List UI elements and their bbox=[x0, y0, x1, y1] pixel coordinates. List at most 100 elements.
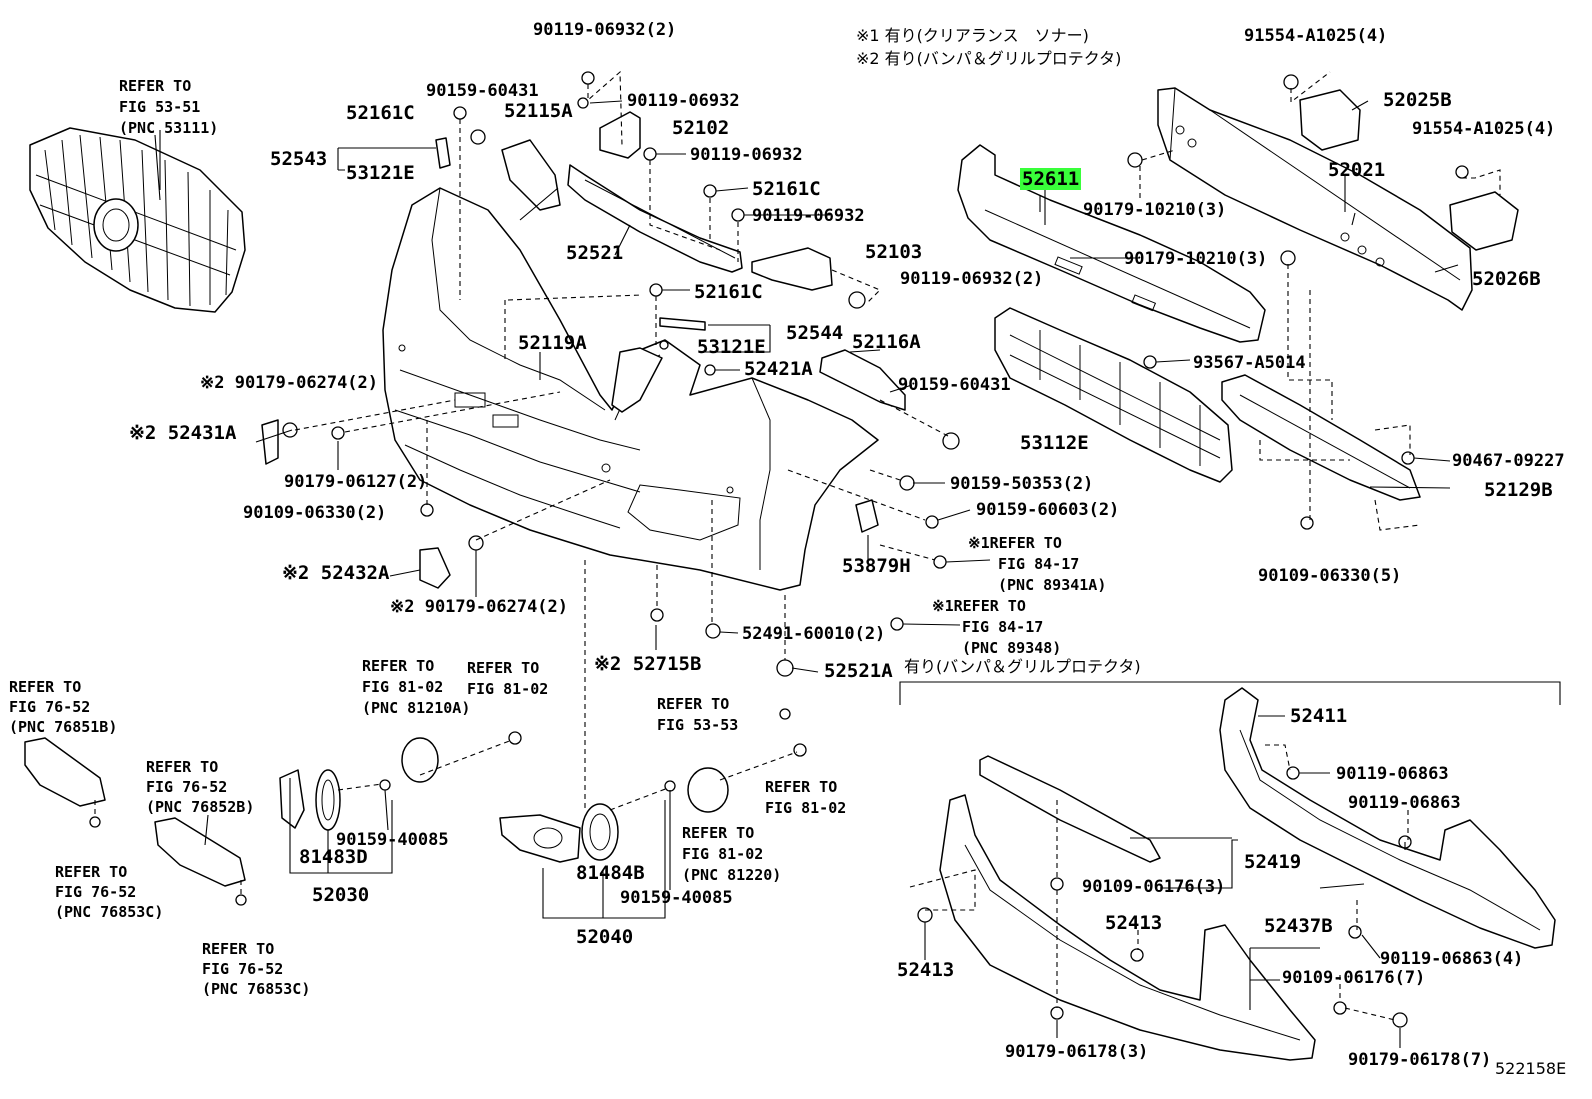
reference-block: REFER TO FIG 76-52 (PNC 76853C) bbox=[55, 862, 163, 922]
part-label: 90119-06863 bbox=[1336, 764, 1449, 784]
part-label: 90159-60431 bbox=[426, 81, 539, 101]
part-label: 52103 bbox=[865, 241, 923, 263]
foglamp-left bbox=[401, 737, 439, 783]
reference-line: REFER TO bbox=[765, 778, 838, 796]
part-label: 90159-40085 bbox=[620, 888, 733, 908]
bracket-52129b-part bbox=[1221, 374, 1421, 501]
protector-52411-part bbox=[1219, 687, 1556, 949]
reference-line: REFER TO bbox=[467, 659, 540, 677]
part-label: 52030 bbox=[312, 884, 370, 906]
ring-81483d bbox=[315, 769, 341, 831]
strip-52419-part bbox=[979, 755, 1161, 863]
dashed-guides bbox=[94, 70, 1501, 1021]
reference-line: FIG 81-02 bbox=[362, 678, 444, 696]
part-label: 91554-A1025(4) bbox=[1412, 119, 1556, 139]
foglamp-right bbox=[687, 767, 729, 813]
part-label: 52021 bbox=[1328, 159, 1386, 181]
part-label: 90159-60431 bbox=[898, 375, 1011, 395]
bracket-52115a bbox=[501, 139, 561, 211]
strip-52544 bbox=[659, 317, 706, 331]
part-label: 52521A bbox=[824, 660, 893, 682]
part-label: 90119-06932 bbox=[752, 206, 865, 226]
bracket-52025b bbox=[1299, 89, 1361, 151]
reference-block: ※1REFER TO FIG 84-17 (PNC 89348) bbox=[932, 596, 1061, 659]
reference-line: (PNC 81210A) bbox=[362, 699, 471, 717]
part-label: 53121E bbox=[346, 162, 415, 184]
reference-block: REFER TO FIG 81-02 bbox=[765, 777, 846, 819]
bracket-52103 bbox=[751, 247, 833, 291]
reference-line: REFER TO bbox=[146, 758, 219, 776]
part-label: 90119-06863 bbox=[1348, 793, 1461, 813]
figure-code: 522158E bbox=[1495, 1059, 1567, 1078]
fasteners bbox=[89, 71, 1469, 1028]
part-label: 90179-06127(2) bbox=[284, 472, 428, 492]
part-label: 52102 bbox=[672, 117, 730, 139]
reference-line: REFER TO bbox=[119, 77, 192, 95]
cover-76852b bbox=[154, 817, 246, 887]
reference-block: REFER TO FIG 81-02 (PNC 81220) bbox=[682, 823, 781, 886]
reference-line: ※1REFER TO bbox=[968, 534, 1062, 552]
part-label: 52161C bbox=[346, 102, 415, 124]
reference-line: FIG 76-52 bbox=[202, 960, 284, 978]
reference-line: REFER TO bbox=[9, 678, 82, 696]
part-label: 52161C bbox=[752, 178, 821, 200]
part-label: 52119A bbox=[518, 332, 587, 354]
note-bumper-grille-protector: ※2 有り(バンパ＆グリルプロテクタ) bbox=[856, 49, 1122, 68]
reference-line: (PNC 89341A) bbox=[998, 576, 1107, 594]
part-label: 93567-A5014 bbox=[1193, 353, 1306, 373]
bracket-52026b bbox=[1449, 191, 1519, 251]
part-label: 52544 bbox=[786, 322, 844, 344]
highlighted-part-number: 52611 bbox=[1020, 168, 1082, 190]
lower-cover-52437b-part bbox=[939, 794, 1316, 1061]
label-ticks bbox=[159, 100, 1451, 1048]
part-label: 53112E bbox=[1020, 432, 1089, 454]
part-label: 53121E bbox=[697, 336, 766, 358]
part-label: 52115A bbox=[504, 100, 573, 122]
part-label: 90109-06176(3) bbox=[1082, 877, 1226, 897]
part-label: 90109-06176(7) bbox=[1282, 968, 1426, 988]
part-label: 90159-60603(2) bbox=[976, 500, 1120, 520]
part-label: 52116A bbox=[852, 331, 921, 353]
reference-line: REFER TO bbox=[362, 657, 435, 675]
part-label: ※2 90179-06274(2) bbox=[390, 597, 569, 617]
reference-block: REFER TO FIG 81-02 bbox=[467, 658, 548, 700]
reference-line: FIG 84-17 bbox=[962, 618, 1044, 636]
reference-line: FIG 76-52 bbox=[55, 883, 137, 901]
bezel-52040 bbox=[499, 814, 581, 863]
part-label: 90109-06330(2) bbox=[243, 503, 387, 523]
bracket-52119a bbox=[611, 347, 663, 413]
part-label: 90179-10210(3) bbox=[1124, 249, 1268, 269]
reference-block: REFER TO FIG 53-53 bbox=[657, 694, 738, 736]
part-label: 90119-06932 bbox=[627, 91, 740, 111]
reference-line: REFER TO bbox=[55, 863, 128, 881]
part-label: 52491-60010(2) bbox=[742, 624, 886, 644]
part-label: 52161C bbox=[694, 281, 763, 303]
bracket-52431a bbox=[261, 419, 279, 465]
part-label: 52025B bbox=[1383, 89, 1452, 111]
part-label: 90179-06178(3) bbox=[1005, 1042, 1149, 1062]
bezel-52030 bbox=[279, 769, 305, 829]
reference-line: (PNC 76851B) bbox=[9, 718, 118, 736]
reference-line: FIG 76-52 bbox=[9, 698, 91, 716]
reference-line: FIG 81-02 bbox=[765, 799, 847, 817]
reference-block: REFER TO FIG 76-52 (PNC 76851B) bbox=[9, 677, 117, 737]
part-label: 90119-06932(2) bbox=[533, 20, 677, 40]
part-label: 52421A bbox=[744, 358, 813, 380]
reference-line: FIG 76-52 bbox=[146, 778, 228, 796]
reference-line: (PNC 76853C) bbox=[202, 980, 311, 998]
reference-line: FIG 81-02 bbox=[682, 845, 764, 863]
reference-line: FIG 53-53 bbox=[657, 716, 739, 734]
part-label: 90467-09227 bbox=[1452, 451, 1565, 471]
reference-block: REFER TO FIG 53-51 (PNC 53111) bbox=[119, 76, 218, 139]
reference-line: (PNC 53111) bbox=[119, 119, 219, 137]
part-label: ※2 52431A bbox=[129, 422, 237, 444]
reference-line: REFER TO bbox=[657, 695, 730, 713]
leader-lines bbox=[289, 100, 1561, 1010]
part-label: 52413 bbox=[1105, 912, 1163, 934]
part-label: 90119-06932(2) bbox=[900, 269, 1044, 289]
part-label-highlighted: 52611 bbox=[1020, 168, 1082, 190]
grille-part bbox=[29, 127, 246, 313]
part-label: 90159-50353(2) bbox=[950, 474, 1094, 494]
